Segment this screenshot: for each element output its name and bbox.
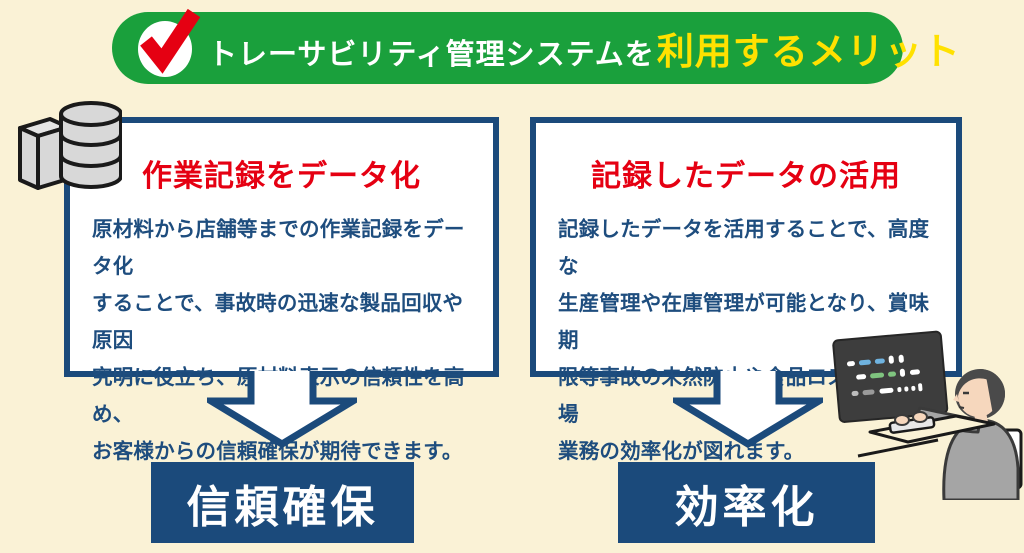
down-arrow-icon [207,371,357,449]
person-at-computer-illustration [832,330,1023,500]
header-title-highlight: 利用するメリット [656,31,961,72]
down-arrow-icon [673,371,823,449]
card-title: 作業記録をデータ化 [142,160,421,193]
database-icon [18,101,122,190]
header-banner: トレーサビリティ管理システムを 利用するメリット [112,8,960,84]
result-badge-trust: 信頼確保 [151,462,414,543]
result-label: 効率化 [674,482,819,532]
card-data-utilization: 記録したデータの活用 記録したデータを活用することで、高度な 生産管理や在庫管理… [530,117,962,463]
result-badge-efficiency: 効率化 [618,462,875,543]
code-monitor-icon [832,330,949,423]
card-data-recording: 作業記録をデータ化 原材料から店舗等までの作業記録をデータ化 することで、事故時… [64,117,499,463]
checkmark-icon [138,8,201,77]
result-label: 信頼確保 [186,482,379,532]
header-title: トレーサビリティ管理システムを [208,39,655,71]
card-body: 原材料から店舗等までの作業記録をデータ化 することで、事故時の迅速な製品回収や原… [92,218,465,463]
card-title: 記録したデータの活用 [591,160,901,193]
